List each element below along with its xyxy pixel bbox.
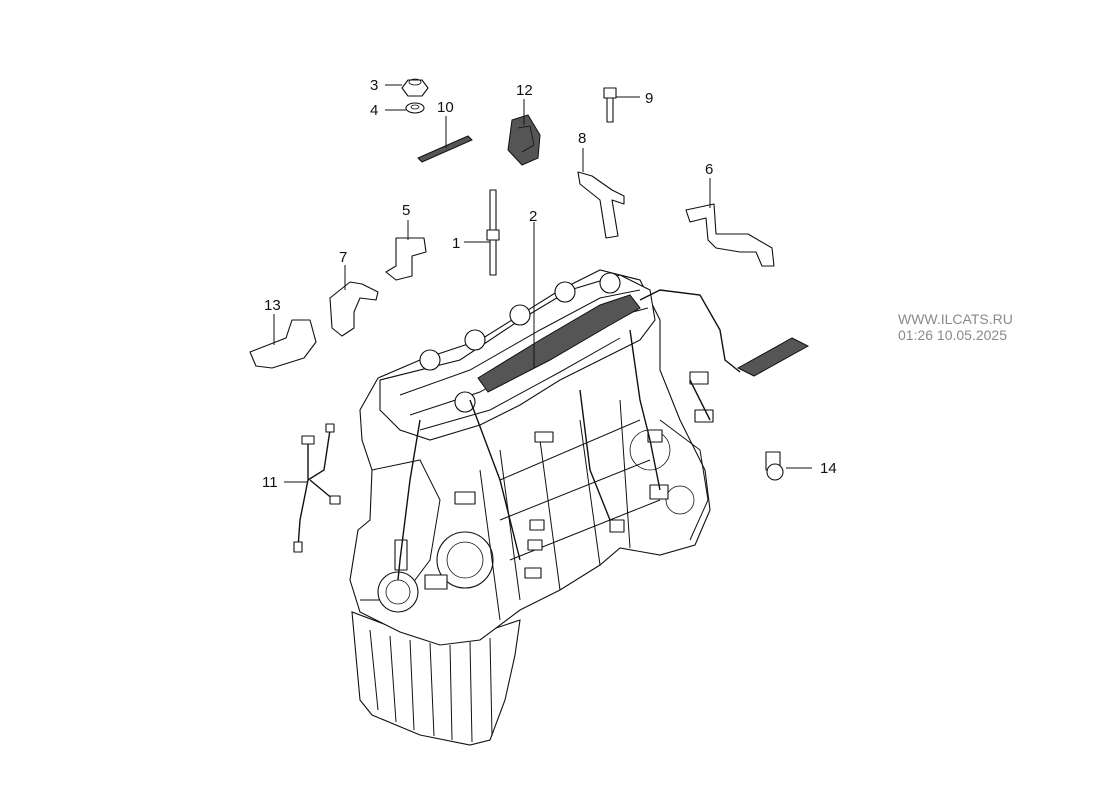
callout-14: 14 [820, 460, 837, 477]
callout-leaders [273, 84, 812, 483]
harness-connectors [394, 371, 714, 590]
fuel-rail [477, 294, 641, 393]
watermark-timestamp: 01:26 10.05.2025 [898, 327, 1007, 343]
callout-9: 9 [645, 90, 653, 107]
callout-1: 1 [452, 235, 460, 252]
part-harness-pad [736, 337, 810, 377]
callout-3: 3 [370, 77, 378, 94]
part-mount-plate [249, 319, 317, 369]
callout-4: 4 [370, 102, 378, 119]
callout-13: 13 [264, 297, 281, 314]
callout-2: 2 [529, 208, 537, 225]
part-bracket-small [385, 237, 427, 281]
engine-wiring [397, 289, 741, 581]
watermark: WWW.ILCATS.RU 01:26 10.05.2025 [898, 311, 1013, 343]
part-strap [417, 135, 473, 163]
callout-7: 7 [339, 249, 347, 266]
part-washer [405, 102, 425, 114]
part-bolt [603, 87, 617, 123]
engine-block [349, 269, 741, 746]
watermark-site: WWW.ILCATS.RU [898, 311, 1013, 327]
part-bracket-mount [329, 281, 379, 337]
callout-12: 12 [516, 82, 533, 99]
part-clip [765, 451, 784, 481]
part-curved-bracket [577, 171, 625, 239]
crank-pulley [377, 571, 419, 613]
callout-labels: 1 2 3 4 5 6 7 8 9 10 11 12 13 14 [262, 77, 837, 491]
callout-10: 10 [437, 99, 454, 116]
part-nut [401, 78, 429, 97]
part-clamp [507, 114, 541, 166]
callout-5: 5 [402, 202, 410, 219]
callout-6: 6 [705, 161, 713, 178]
callout-8: 8 [578, 130, 586, 147]
part-bracket-large [685, 203, 775, 267]
part-glow-plug [486, 189, 500, 276]
callout-11: 11 [262, 474, 278, 491]
oil-filler-cap [454, 391, 476, 413]
part-wire-harness [293, 423, 341, 553]
timing-cover-bore [436, 531, 494, 589]
